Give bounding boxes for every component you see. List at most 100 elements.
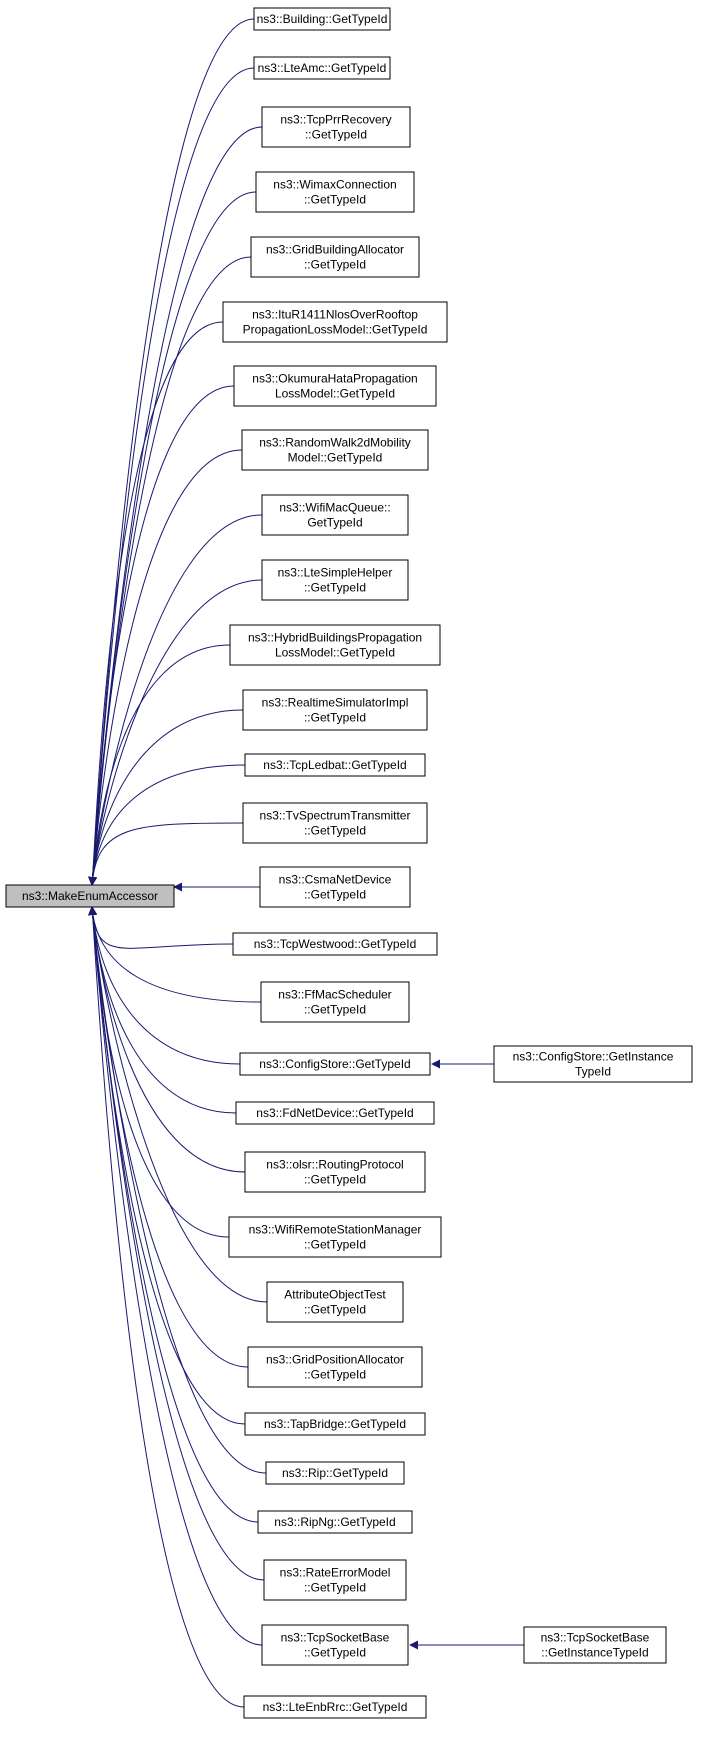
node-box[interactable] [263, 1559, 407, 1601]
node-box[interactable] [222, 301, 448, 343]
node-label: ns3::RealtimeSimulatorImpl [262, 696, 409, 710]
graph-node[interactable]: ns3::WifiRemoteStationManager::GetTypeId [228, 1216, 442, 1258]
node-box[interactable] [242, 689, 428, 731]
graph-node[interactable]: ns3::TcpPrrRecovery::GetTypeId [261, 106, 411, 148]
graph-node[interactable]: ns3::TcpLedbat::GetTypeId [244, 753, 426, 777]
graph-node[interactable]: ns3::CsmaNetDevice::GetTypeId [259, 866, 411, 908]
graph-node[interactable]: ns3::TvSpectrumTransmitter::GetTypeId [242, 802, 428, 844]
graph-node[interactable]: ns3::ConfigStore::GetTypeId [239, 1052, 431, 1076]
node-label: ::GetTypeId [304, 1581, 366, 1595]
node-box[interactable] [257, 1510, 413, 1534]
graph-node[interactable]: ns3::WimaxConnection::GetTypeId [255, 171, 415, 213]
node-box[interactable] [261, 494, 409, 536]
node-box[interactable] [244, 753, 426, 777]
graph-node[interactable]: ns3::Rip::GetTypeId [265, 1461, 405, 1485]
node-label: ns3::TapBridge::GetTypeId [264, 1417, 406, 1431]
graph-node[interactable]: ns3::TapBridge::GetTypeId [244, 1412, 426, 1436]
graph-nodes: ns3::MakeEnumAccessor ns3::Building::GetT… [5, 7, 693, 1719]
graph-node[interactable]: AttributeObjectTest::GetTypeId [266, 1281, 404, 1323]
node-box[interactable] [5, 884, 175, 908]
node-box[interactable] [253, 56, 391, 80]
graph-node[interactable]: ns3::LteEnbRrc::GetTypeId [243, 1695, 427, 1719]
node-box[interactable] [229, 624, 441, 666]
node-box[interactable] [250, 236, 420, 278]
node-box[interactable] [261, 106, 411, 148]
node-label: ns3::CsmaNetDevice [279, 873, 392, 887]
node-label: LossModel::GetTypeId [275, 646, 395, 660]
graph-node[interactable]: ns3::OkumuraHataPropagationLossModel::Ge… [233, 365, 437, 407]
edge-n27-to-root [88, 906, 263, 1646]
node-box[interactable] [253, 7, 391, 31]
edge-n15-to-root [88, 906, 234, 949]
node-label: ns3::FfMacScheduler [278, 988, 391, 1002]
graph-node[interactable]: ns3::RealtimeSimulatorImpl::GetTypeId [242, 689, 428, 731]
node-label: TypeId [575, 1065, 611, 1079]
graph-node[interactable]: ns3::HybridBuildingsPropagationLossModel… [229, 624, 441, 666]
root-node[interactable]: ns3::MakeEnumAccessor [5, 884, 175, 908]
node-box[interactable] [493, 1045, 693, 1083]
graph-node[interactable]: ns3::LteAmc::GetTypeId [253, 56, 391, 80]
node-label: ns3::ConfigStore::GetInstance [513, 1050, 674, 1064]
graph-node[interactable]: ns3::GridPositionAllocator::GetTypeId [247, 1346, 423, 1388]
node-box[interactable] [266, 1281, 404, 1323]
graph-node[interactable]: ns3::FfMacScheduler::GetTypeId [260, 981, 410, 1023]
node-box[interactable] [259, 866, 411, 908]
node-label: ns3::TcpWestwood::GetTypeId [254, 937, 417, 951]
edge-n18-to-root [88, 906, 237, 1114]
node-box[interactable] [242, 802, 428, 844]
graph-node[interactable]: ns3::olsr::RoutingProtocol::GetTypeId [244, 1151, 426, 1193]
node-label: ::GetTypeId [304, 711, 366, 725]
node-box[interactable] [235, 1101, 435, 1125]
node-label: ::GetTypeId [304, 1238, 366, 1252]
node-box[interactable] [255, 171, 415, 213]
graph-node[interactable]: ns3::FdNetDevice::GetTypeId [235, 1101, 435, 1125]
edge-n8-to-root [88, 514, 263, 886]
node-box[interactable] [241, 429, 429, 471]
graph-node[interactable]: ns3::LteSimpleHelper::GetTypeId [261, 559, 409, 601]
node-box[interactable] [233, 365, 437, 407]
edge-n24-to-root [88, 906, 267, 1474]
node-label: ns3::FdNetDevice::GetTypeId [256, 1106, 413, 1120]
graph-node[interactable]: ns3::GridBuildingAllocator::GetTypeId [250, 236, 420, 278]
graph-node[interactable]: ns3::RipNg::GetTypeId [257, 1510, 413, 1534]
node-label: ::GetTypeId [304, 581, 366, 595]
node-label: ns3::RipNg::GetTypeId [274, 1515, 395, 1529]
graph-node[interactable]: ns3::TcpWestwood::GetTypeId [232, 932, 438, 956]
node-label: ns3::LteAmc::GetTypeId [258, 61, 387, 75]
graph-node[interactable]: ns3::WifiMacQueue::GetTypeId [261, 494, 409, 536]
graph-node[interactable]: ns3::TcpSocketBase::GetInstanceTypeId [523, 1626, 667, 1664]
edge-n28-to-root [88, 906, 245, 1708]
edge-n17-to-root [88, 906, 241, 1065]
node-box[interactable] [261, 559, 409, 601]
graph-edges [88, 18, 524, 1708]
node-label: LossModel::GetTypeId [275, 387, 395, 401]
node-box[interactable] [261, 1624, 409, 1666]
node-box[interactable] [265, 1461, 405, 1485]
node-label: ns3::TvSpectrumTransmitter [260, 809, 411, 823]
node-box[interactable] [239, 1052, 431, 1076]
node-label: ns3::RateErrorModel [280, 1566, 391, 1580]
node-box[interactable] [523, 1626, 667, 1664]
node-box[interactable] [260, 981, 410, 1023]
node-box[interactable] [232, 932, 438, 956]
edge-n21-to-root [88, 906, 268, 1303]
graph-node[interactable]: ns3::ItuR1411NlosOverRooftopPropagationL… [222, 301, 448, 343]
graph-node[interactable]: ns3::ConfigStore::GetInstanceTypeId [493, 1045, 693, 1083]
node-box[interactable] [228, 1216, 442, 1258]
graph-node[interactable]: ns3::Building::GetTypeId [253, 7, 391, 31]
node-label: ::GetTypeId [304, 193, 366, 207]
node-box[interactable] [247, 1346, 423, 1388]
node-label: ns3::GridPositionAllocator [266, 1353, 404, 1367]
node-label: ns3::Rip::GetTypeId [282, 1466, 388, 1480]
edge-n10-to-root [88, 644, 231, 886]
graph-node[interactable]: ns3::RateErrorModel::GetTypeId [263, 1559, 407, 1601]
edge-n5-to-root [88, 321, 224, 886]
node-box[interactable] [244, 1151, 426, 1193]
node-box[interactable] [243, 1695, 427, 1719]
node-label: ns3::TcpSocketBase [541, 1631, 650, 1645]
graph-node[interactable]: ns3::TcpSocketBase::GetTypeId [261, 1624, 409, 1666]
node-box[interactable] [244, 1412, 426, 1436]
node-label: AttributeObjectTest [284, 1288, 386, 1302]
node-label: ns3::ConfigStore::GetTypeId [259, 1057, 410, 1071]
graph-node[interactable]: ns3::RandomWalk2dMobilityModel::GetTypeI… [241, 429, 429, 471]
